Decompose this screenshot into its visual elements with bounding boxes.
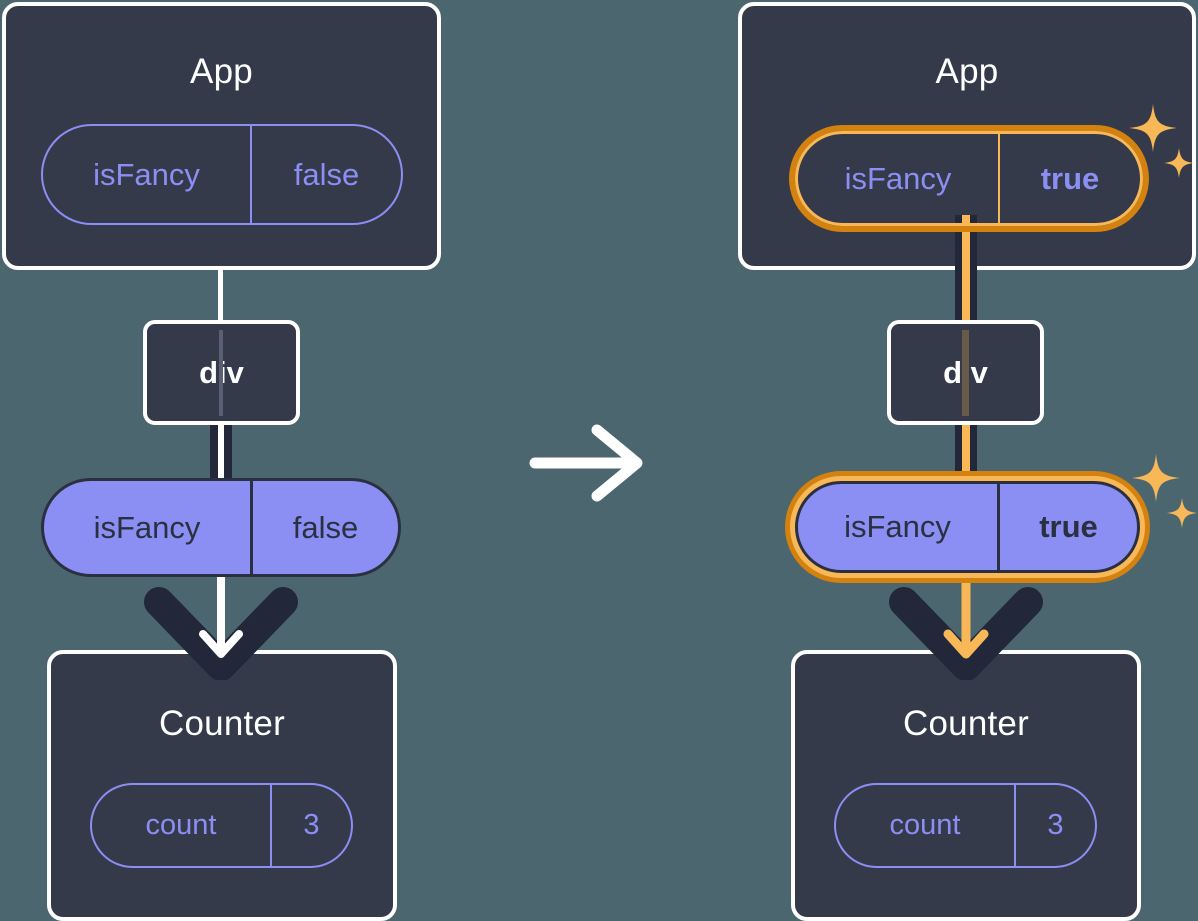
transition-arrow-icon	[529, 424, 643, 502]
counter-state-pill-before: count 3	[90, 783, 353, 868]
props-pill-after: isFancy true	[795, 481, 1140, 573]
pill-name: count	[889, 809, 961, 841]
connector-app-to-div-left	[218, 266, 223, 322]
sparkle-icon-app	[1129, 104, 1194, 178]
arrow-props-to-counter-left	[144, 574, 298, 680]
connector-app-to-div-core-right	[962, 215, 970, 326]
app-state-pill-after: isFancy true	[795, 131, 1143, 226]
connector-div-to-props-core-left	[218, 423, 224, 487]
connector-through-div-left	[219, 330, 223, 416]
app-card-title: App	[935, 52, 999, 91]
counter-state-pill-after: count 3	[834, 783, 1097, 868]
connector-div-to-props-core-right	[962, 423, 970, 487]
pill-value: 3	[270, 785, 351, 866]
sparkle-icon-props	[1132, 454, 1197, 528]
pill-value: 3	[1014, 785, 1095, 866]
pill-name: isFancy	[93, 509, 201, 545]
app-state-pill-before: isFancy false	[41, 124, 403, 225]
pill-value: true	[997, 484, 1137, 570]
pill-value: true	[998, 134, 1140, 223]
pill-name: isFancy	[844, 509, 951, 544]
app-card-title: App	[190, 52, 253, 91]
pill-name: count	[145, 809, 217, 841]
pill-name: isFancy	[844, 160, 952, 196]
arrow-props-to-counter-right	[889, 574, 1043, 680]
pill-value: false	[250, 126, 401, 223]
counter-card-title: Counter	[159, 704, 285, 743]
props-pill-before: isFancy false	[41, 478, 401, 577]
pill-name: isFancy	[93, 156, 200, 192]
connector-through-div-right	[962, 330, 969, 416]
counter-card-title: Counter	[903, 704, 1029, 743]
pill-value: false	[250, 481, 398, 574]
